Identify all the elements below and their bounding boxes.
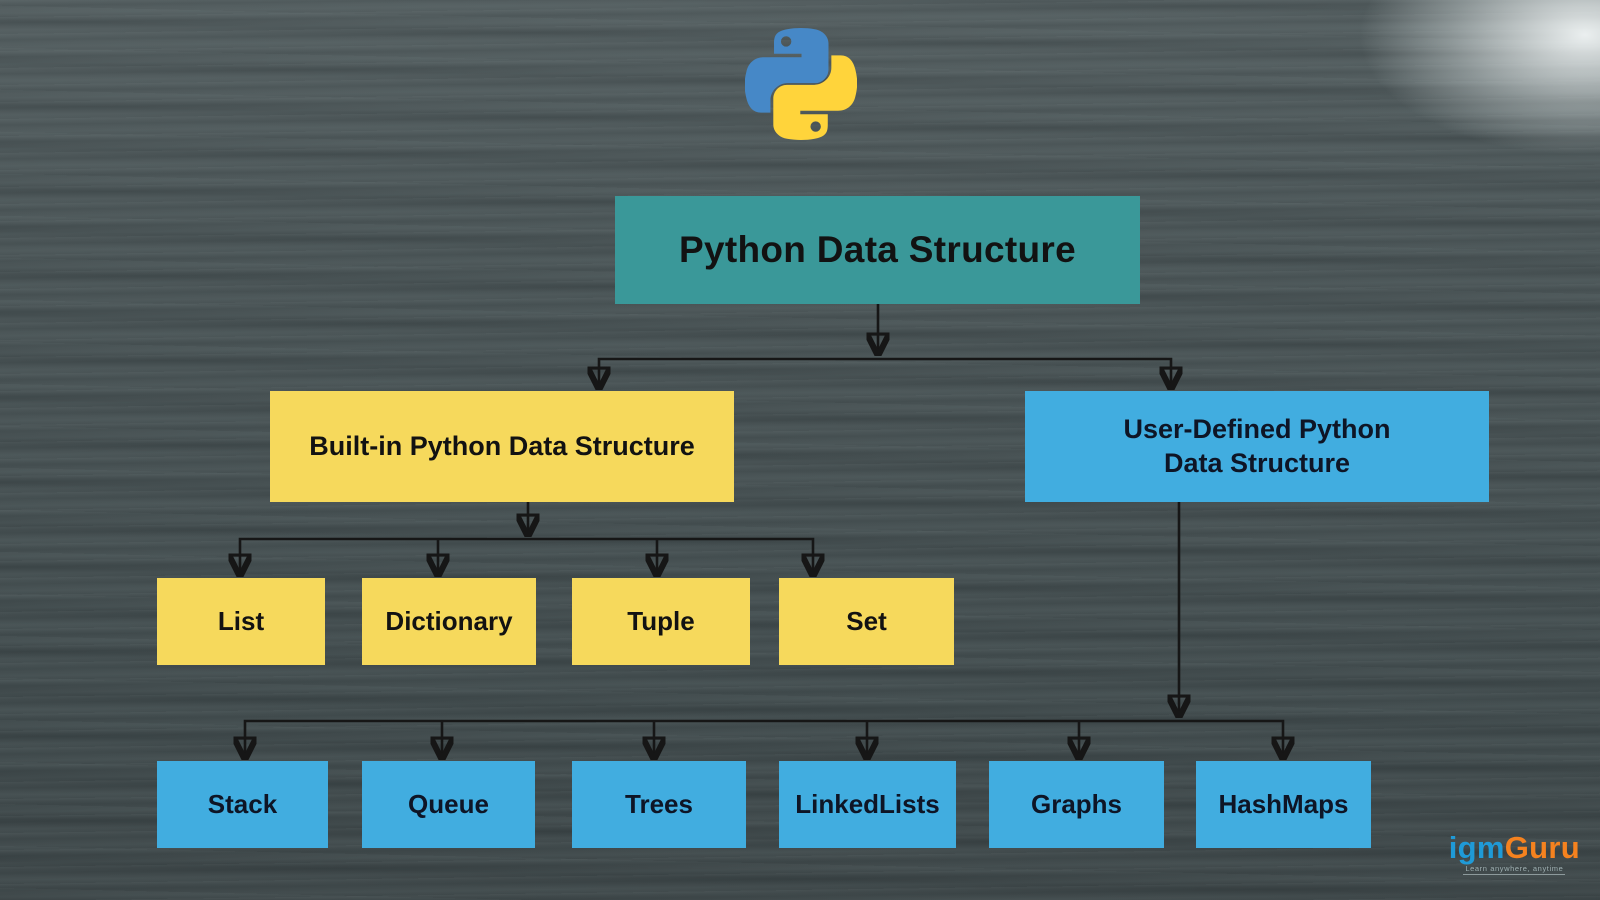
root-label: Python Data Structure (679, 228, 1076, 270)
queue-label: Queue (408, 789, 489, 820)
node-user-defined-python-data-structure: User-Defined Python Data Structure (1025, 391, 1489, 502)
stack-label: Stack (207, 789, 278, 820)
list-label: List (217, 606, 265, 637)
tuple-label: Tuple (627, 606, 695, 637)
graphs-label: Graphs (1030, 789, 1123, 820)
linkedlists-label: LinkedLists (795, 789, 940, 820)
igmguru-logo: igmGuru Learn anywhere, anytime (1449, 832, 1580, 875)
brand-igm: igm (1448, 830, 1505, 865)
connector-userdefined-to-children (245, 502, 1283, 753)
node-built-in-python-data-structure: Built-in Python Data Structure (270, 391, 734, 502)
node-python-data-structure: Python Data Structure (615, 196, 1140, 304)
hashmaps-label: HashMaps (1218, 789, 1349, 820)
igmguru-brand-text: igmGuru (1449, 832, 1580, 863)
set-label: Set (846, 606, 887, 637)
connector-root-to-branches (599, 304, 1171, 383)
node-linkedlists: LinkedLists (779, 761, 956, 848)
built-in-label: Built-in Python Data Structure (309, 430, 695, 461)
python-logo-icon (744, 26, 858, 142)
node-tuple: Tuple (572, 578, 750, 665)
brand-guru: Guru (1504, 830, 1580, 865)
igmguru-tagline: Learn anywhere, anytime (1463, 864, 1566, 875)
user-defined-label-line2: Data Structure (1163, 447, 1351, 478)
node-stack: Stack (157, 761, 328, 848)
node-set: Set (779, 578, 954, 665)
trees-label: Trees (625, 789, 693, 820)
connector-builtin-to-children (240, 502, 813, 570)
node-graphs: Graphs (989, 761, 1164, 848)
node-dictionary: Dictionary (362, 578, 536, 665)
node-list: List (157, 578, 325, 665)
dictionary-label: Dictionary (385, 606, 513, 637)
node-queue: Queue (362, 761, 535, 848)
user-defined-label-line1: User-Defined Python (1123, 413, 1391, 444)
node-hashmaps: HashMaps (1196, 761, 1371, 848)
node-trees: Trees (572, 761, 746, 848)
